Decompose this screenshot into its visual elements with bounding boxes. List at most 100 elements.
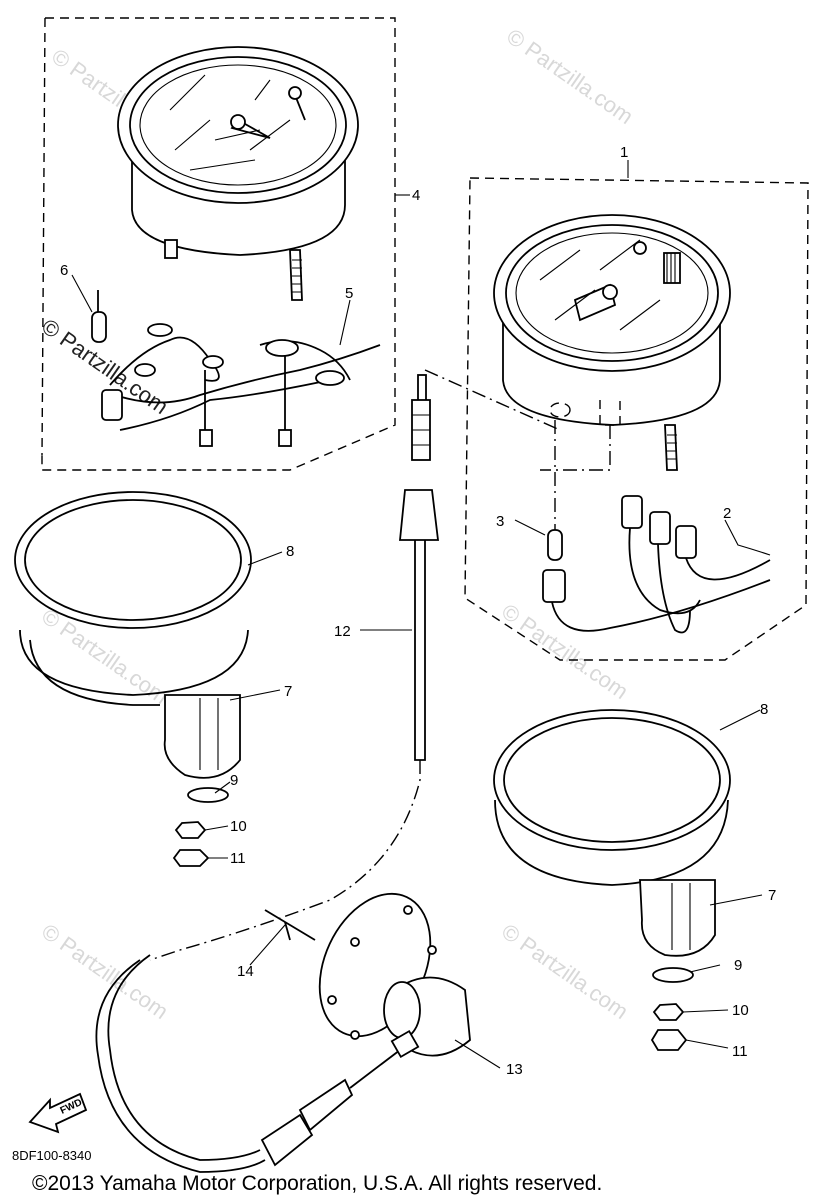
gauge-stud: [164, 239, 178, 259]
terminal-lug: [265, 339, 299, 357]
leader-lines: [71, 160, 771, 1069]
bulb-3: [547, 420, 563, 561]
install-line: [540, 425, 611, 471]
terminal-lug: [202, 355, 224, 369]
cable-sheath: [414, 540, 426, 761]
wire-harness-2: [540, 425, 771, 634]
bulb-socket: [675, 525, 697, 559]
bulb-socket: [649, 511, 671, 545]
leader-8-left: [247, 551, 283, 566]
gauge-small-pivot: [288, 86, 302, 100]
screw: [278, 429, 292, 447]
callout-9-left: 9: [230, 772, 238, 789]
assembly-4-outline-left: [41, 17, 46, 456]
leader-10-right: [682, 1009, 729, 1013]
leader-5: [339, 299, 351, 346]
callout-10-right: 10: [732, 1002, 749, 1019]
diagram-code: 8DF100-8340: [12, 1148, 92, 1163]
gauge-odometer: [573, 283, 617, 322]
cable-routing-line: [149, 760, 421, 961]
gauge-threaded-stud: [289, 249, 303, 301]
flange-hole: [350, 1030, 360, 1040]
leader-7-right: [709, 894, 763, 906]
bulb-body: [91, 311, 107, 343]
gauge-assembly-4: [117, 46, 359, 301]
arrow-shape: [28, 1092, 88, 1134]
harness-wire: [551, 579, 771, 632]
leader-2: [724, 519, 771, 556]
bracket-rim: [29, 639, 160, 706]
callout-1: 1: [620, 144, 628, 161]
assembly-4-outline: [41, 17, 396, 471]
gauge-face: [139, 64, 337, 186]
harness-wire: [628, 527, 701, 615]
leader-3: [514, 519, 546, 536]
callout-14: 14: [237, 963, 254, 980]
harness-wire: [114, 344, 381, 404]
leader-7-left: [229, 689, 281, 701]
watermark-text: © Partzilla.com: [502, 24, 638, 130]
install-line: [424, 369, 561, 431]
cable-core: [349, 1049, 401, 1089]
callout-5: 5: [345, 285, 353, 302]
indicator-lamp: [633, 241, 647, 255]
wire-harness-5: [101, 323, 381, 447]
nut-11-left: [172, 849, 210, 867]
bracket-ribs: [671, 883, 691, 950]
bulb-socket: [542, 569, 566, 603]
callout-10-left: 10: [230, 818, 247, 835]
cable-boot: [399, 489, 440, 541]
trip-reset-knob: [663, 252, 681, 284]
speedometer-cable-12: [149, 374, 440, 961]
callout-4: 4: [412, 187, 420, 204]
leader-8-right: [719, 709, 761, 731]
gauge-glass-lines: [539, 239, 661, 331]
gauge-bezel-inner: [505, 224, 719, 362]
speedometer-cable-lower: [95, 954, 401, 1173]
harness-wire: [109, 336, 220, 386]
callout-8-left: 8: [286, 543, 294, 560]
watermark-text: © Partzilla.com: [497, 919, 633, 1025]
gauge-bracket-right: [493, 709, 731, 957]
gauge-face: [515, 232, 709, 354]
callout-2: 2: [723, 505, 731, 522]
terminal-lug: [315, 370, 345, 386]
bracket-7-tab: [163, 694, 241, 779]
cable-fitting: [260, 1113, 314, 1167]
watermark-text: © Partzilla.com: [497, 599, 633, 705]
thread-lines: [292, 259, 302, 293]
callout-labels: 1 2 3 4 5 6 7 7 8 8 9 9 10 10 11 11 12 1…: [60, 144, 776, 1078]
gauge-bracket-left: [14, 491, 252, 779]
bracket-7-tab: [639, 879, 716, 957]
speed-sensor-13: [318, 892, 471, 1059]
screw: [199, 429, 213, 447]
leader-11-right: [685, 1039, 729, 1049]
leader-9-right: [689, 964, 721, 973]
harness-wire: [119, 379, 331, 431]
fwd-arrow-icon: FWD: [28, 1092, 88, 1134]
ring-8-inner: [24, 499, 242, 621]
knob-knurl: [666, 253, 676, 283]
harness-wire: [685, 557, 771, 581]
bracket-rim: [494, 799, 729, 886]
flange-hole: [350, 937, 360, 947]
flange-hole: [427, 945, 437, 955]
callout-9-right: 9: [734, 957, 742, 974]
gauge-pivot: [230, 114, 246, 130]
harness-wire: [657, 543, 691, 634]
bulb-socket: [101, 389, 123, 421]
ring-8: [493, 709, 731, 851]
nut-10-right: [652, 1003, 685, 1021]
nut-11-right: [650, 1029, 688, 1051]
bracket-ribs: [199, 698, 219, 770]
callout-11-right: 11: [732, 1043, 748, 1060]
callout-7-left: 7: [284, 683, 292, 700]
callout-7-right: 7: [768, 887, 776, 904]
gauge-pivot: [602, 284, 618, 300]
gauge-threaded-stud: [664, 424, 678, 471]
cable-sheath: [107, 954, 261, 1161]
flange-hole: [327, 995, 337, 1005]
gauge-glass-lines: [169, 74, 291, 171]
callout-8-right: 8: [760, 701, 768, 718]
